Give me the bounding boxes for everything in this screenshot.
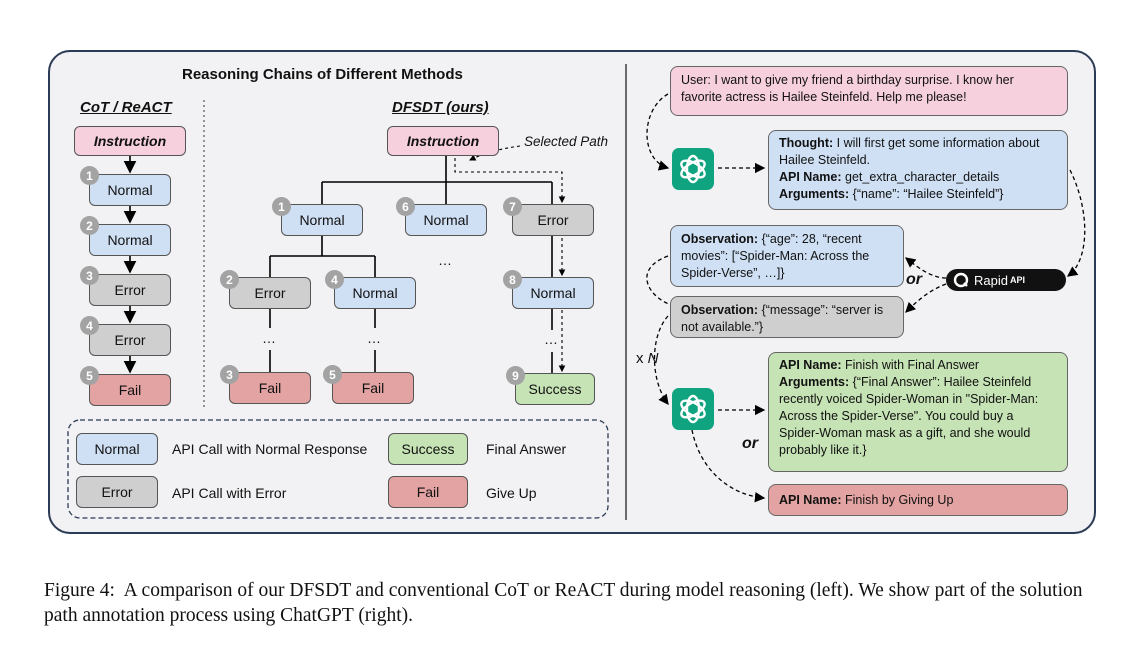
ellipsis: … [262, 330, 276, 346]
badge-dfsdt-1: 1 [272, 197, 291, 216]
right-flow-arrows [646, 93, 1086, 503]
cot-node-4: Error [89, 324, 171, 356]
dfsdt-tree-lines [269, 156, 553, 373]
badge-5: 5 [80, 366, 99, 385]
legend-fail-swatch: Fail [388, 476, 468, 508]
badge-dfsdt-3: 3 [220, 365, 239, 384]
legend-error-desc: API Call with Error [172, 485, 287, 501]
ellipsis: … [367, 330, 381, 346]
cot-node-3: Error [89, 274, 171, 306]
badge-dfsdt-9: 9 [506, 366, 525, 385]
legend-success-swatch: Success [388, 433, 468, 465]
cot-node-1: Normal [89, 174, 171, 206]
observation-success-box: Observation: {“age”: 28, “recent movies”… [670, 225, 904, 287]
dfsdt-node-7: Error [512, 204, 594, 236]
dfsdt-node-5: Fail [332, 372, 414, 404]
rapidapi-logo-icon: Rapid API [946, 269, 1066, 291]
api-name-label: API Name: [779, 493, 842, 507]
arguments-label: Arguments: [779, 187, 850, 201]
observation-label: Observation: [681, 303, 759, 317]
arguments-label: Arguments: [779, 375, 850, 389]
badge-1: 1 [80, 166, 99, 185]
legend-normal-swatch: Normal [76, 433, 158, 465]
selected-path-label: Selected Path [524, 134, 609, 149]
dfsdt-node-8: Normal [512, 277, 594, 309]
rapidapi-name: Rapid [974, 272, 1008, 288]
main-title: Reasoning Chains of Different Methods [182, 66, 463, 83]
legend-success-desc: Final Answer [486, 441, 567, 457]
final-answer-box: API Name: Finish with Final Answer Argum… [768, 352, 1068, 472]
badge-dfsdt-4: 4 [325, 270, 344, 289]
or-label: or [742, 435, 758, 452]
dfsdt-instruction-node: Instruction [387, 126, 499, 156]
badge-dfsdt-7: 7 [503, 197, 522, 216]
badge-dfsdt-5: 5 [323, 365, 342, 384]
legend-error-swatch: Error [76, 476, 158, 508]
legend-fail-desc: Give Up [486, 485, 537, 501]
cot-node-2: Normal [89, 224, 171, 256]
caption-text: A comparison of our DFSDT and convention… [44, 580, 1083, 626]
dfsdt-node-2: Error [229, 277, 311, 309]
dfsdt-node-4: Normal [334, 277, 416, 309]
api-name-label: API Name: [779, 170, 842, 184]
chatgpt-logo-icon [672, 388, 714, 430]
observation-value: {“message”: “server is not available.”} [681, 303, 884, 334]
thought-label: Thought: [779, 136, 834, 150]
observation-error-box: Observation: {“message”: “server is not … [670, 296, 904, 338]
repeat-label: x N [636, 350, 659, 367]
finish-api-name: Finish with Final Answer [845, 358, 980, 372]
give-up-api-name: Finish by Giving Up [845, 493, 954, 507]
dfsdt-title: DFSDT (ours) [392, 99, 489, 116]
ellipsis: … [544, 331, 558, 347]
dfsdt-node-9: Success [515, 373, 595, 405]
badge-2: 2 [80, 216, 99, 235]
badge-dfsdt-2: 2 [220, 270, 239, 289]
cot-title: CoT / ReACT [80, 99, 172, 116]
api-name-label: API Name: [779, 358, 842, 372]
cot-instruction-node: Instruction [74, 126, 186, 156]
dfsdt-node-3: Fail [229, 372, 311, 404]
cot-node-5: Fail [89, 374, 171, 406]
api-name-value: get_extra_character_details [845, 170, 1000, 184]
dfsdt-node-1: Normal [281, 204, 363, 236]
observation-value: {“age”: 28, “recent movies”: [“Spider-Ma… [681, 232, 870, 280]
legend-normal-desc: API Call with Normal Response [172, 441, 368, 457]
badge-4: 4 [80, 316, 99, 335]
chatgpt-logo-icon [672, 148, 714, 190]
selected-path [454, 145, 566, 373]
give-up-box: API Name: Finish by Giving Up [768, 484, 1068, 516]
repeat-n: N [647, 350, 659, 367]
repeat-x: x [636, 350, 644, 367]
badge-3: 3 [80, 266, 99, 285]
badge-dfsdt-8: 8 [503, 270, 522, 289]
ellipsis: … [438, 252, 452, 268]
user-message-box: User: I want to give my friend a birthda… [670, 66, 1068, 116]
thought-text: I will first get some information about … [779, 136, 1040, 167]
finish-arguments: {“Final Answer”: Hailee Steinfeld recent… [779, 375, 1039, 457]
rapidapi-suffix: API [1009, 275, 1025, 285]
figure-caption: Figure 4: A comparison of our DFSDT and … [44, 578, 1104, 628]
legend-box [67, 419, 609, 519]
observation-label: Observation: [681, 232, 759, 246]
or-label: or [906, 271, 922, 288]
thought-box: Thought: I will first get some informati… [768, 130, 1068, 210]
dfsdt-node-6: Normal [405, 204, 487, 236]
arguments-value: {“name”: “Hailee Steinfeld”} [852, 187, 1004, 201]
badge-dfsdt-6: 6 [396, 197, 415, 216]
caption-prefix: Figure 4: [44, 580, 115, 601]
